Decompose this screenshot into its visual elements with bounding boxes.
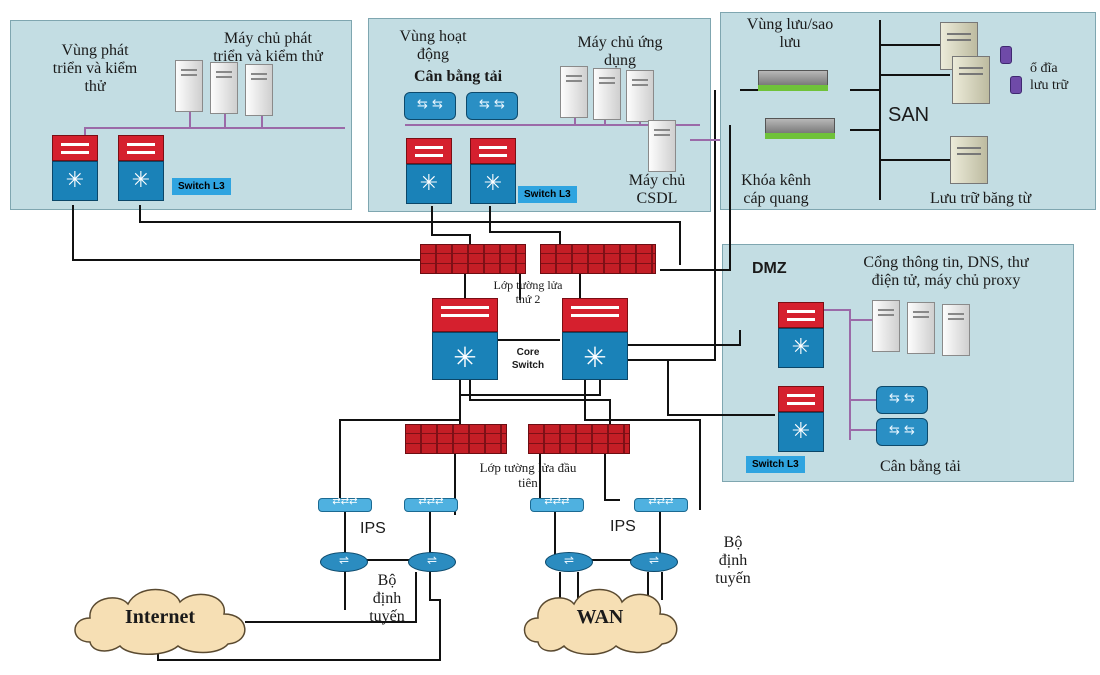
server-icon <box>872 300 900 352</box>
server-icon <box>560 66 588 118</box>
dmz-lb-label: Cân bằng tải <box>880 458 961 475</box>
db-server-icon <box>648 120 676 172</box>
disk-icon <box>1000 46 1012 64</box>
core-switch-icon <box>562 298 628 380</box>
load-balancer-icon <box>876 386 928 414</box>
ips-icon <box>634 496 688 512</box>
server-icon <box>175 60 203 112</box>
app-servers-label: Máy chủ ứng dụng <box>577 34 663 69</box>
second-firewall-label: Lớp tường lửa thứ 2 <box>493 278 563 306</box>
db-server-label: Máy chủ CSDL <box>628 172 686 207</box>
core-switch-icon <box>432 298 498 380</box>
load-balancer-icon <box>876 418 928 446</box>
ops-switch-tag: Switch L3 <box>518 186 577 203</box>
load-balancer-icon <box>466 92 518 120</box>
dev-zone-title: Vùng phát triển và kiểm thử <box>52 42 138 95</box>
server-icon <box>626 70 654 122</box>
tape-storage-icon <box>950 136 988 184</box>
firewall-icon <box>528 424 630 454</box>
fiber-channel-label: Khóa kênh cáp quang <box>741 172 811 207</box>
firewall-icon <box>420 244 526 274</box>
disk-icon <box>1010 76 1022 94</box>
router-icon <box>630 552 678 572</box>
first-firewall-label: Lớp tường lửa đầu tiên <box>479 460 577 490</box>
wan-label: WAN <box>576 606 624 628</box>
router-icon <box>320 552 368 572</box>
load-balancer-icon <box>404 92 456 120</box>
server-icon <box>245 64 273 116</box>
ops-zone-title: Vùng hoạt động <box>399 28 467 63</box>
server-icon <box>210 62 238 114</box>
internet-label: Internet <box>125 606 195 628</box>
tape-storage-label: Lưu trữ băng từ <box>930 190 1032 207</box>
l3-switch-icon <box>52 135 98 201</box>
dmz-switch-tag: Switch L3 <box>746 456 805 473</box>
disk-storage-label: ổ đĩa lưu trữ <box>1030 61 1069 93</box>
firewall-icon <box>540 244 656 274</box>
dev-servers-label: Máy chủ phát triển và kiểm thử <box>213 30 323 65</box>
l3-switch-icon <box>470 138 516 204</box>
router-icon <box>408 552 456 572</box>
san-switch-icon <box>758 70 828 91</box>
l3-switch-icon <box>118 135 164 201</box>
wan-cloud <box>523 588 678 655</box>
router-right-label: Bộ định tuyến <box>715 534 751 587</box>
dmz-services-label: Cổng thông tin, DNS, thư điện tử, máy ch… <box>863 254 1029 289</box>
san-label: SAN <box>888 104 930 126</box>
internet-cloud <box>74 588 246 655</box>
ips-right-label: IPS <box>610 518 636 535</box>
ips-icon <box>318 496 372 512</box>
core-switch-label: Core Switch <box>511 347 545 371</box>
l3-switch-icon <box>406 138 452 204</box>
firewall-icon <box>405 424 507 454</box>
storage-array-icon <box>952 56 990 104</box>
server-icon <box>942 304 970 356</box>
l3-switch-icon <box>778 302 824 368</box>
storage-zone-title: Vùng lưu/sao lưu <box>746 16 834 51</box>
ops-lb-label: Cân bằng tải <box>414 68 503 85</box>
ips-left-label: IPS <box>360 520 386 537</box>
ips-icon <box>404 496 458 512</box>
server-icon <box>593 68 621 120</box>
router-left-label: Bộ định tuyến <box>369 572 405 625</box>
fiber-channel-switch-icon <box>765 118 835 139</box>
ips-icon <box>530 496 584 512</box>
server-icon <box>907 302 935 354</box>
router-icon <box>545 552 593 572</box>
l3-switch-icon <box>778 386 824 452</box>
dmz-title: DMZ <box>752 260 787 277</box>
dev-switch-tag: Switch L3 <box>172 178 231 195</box>
